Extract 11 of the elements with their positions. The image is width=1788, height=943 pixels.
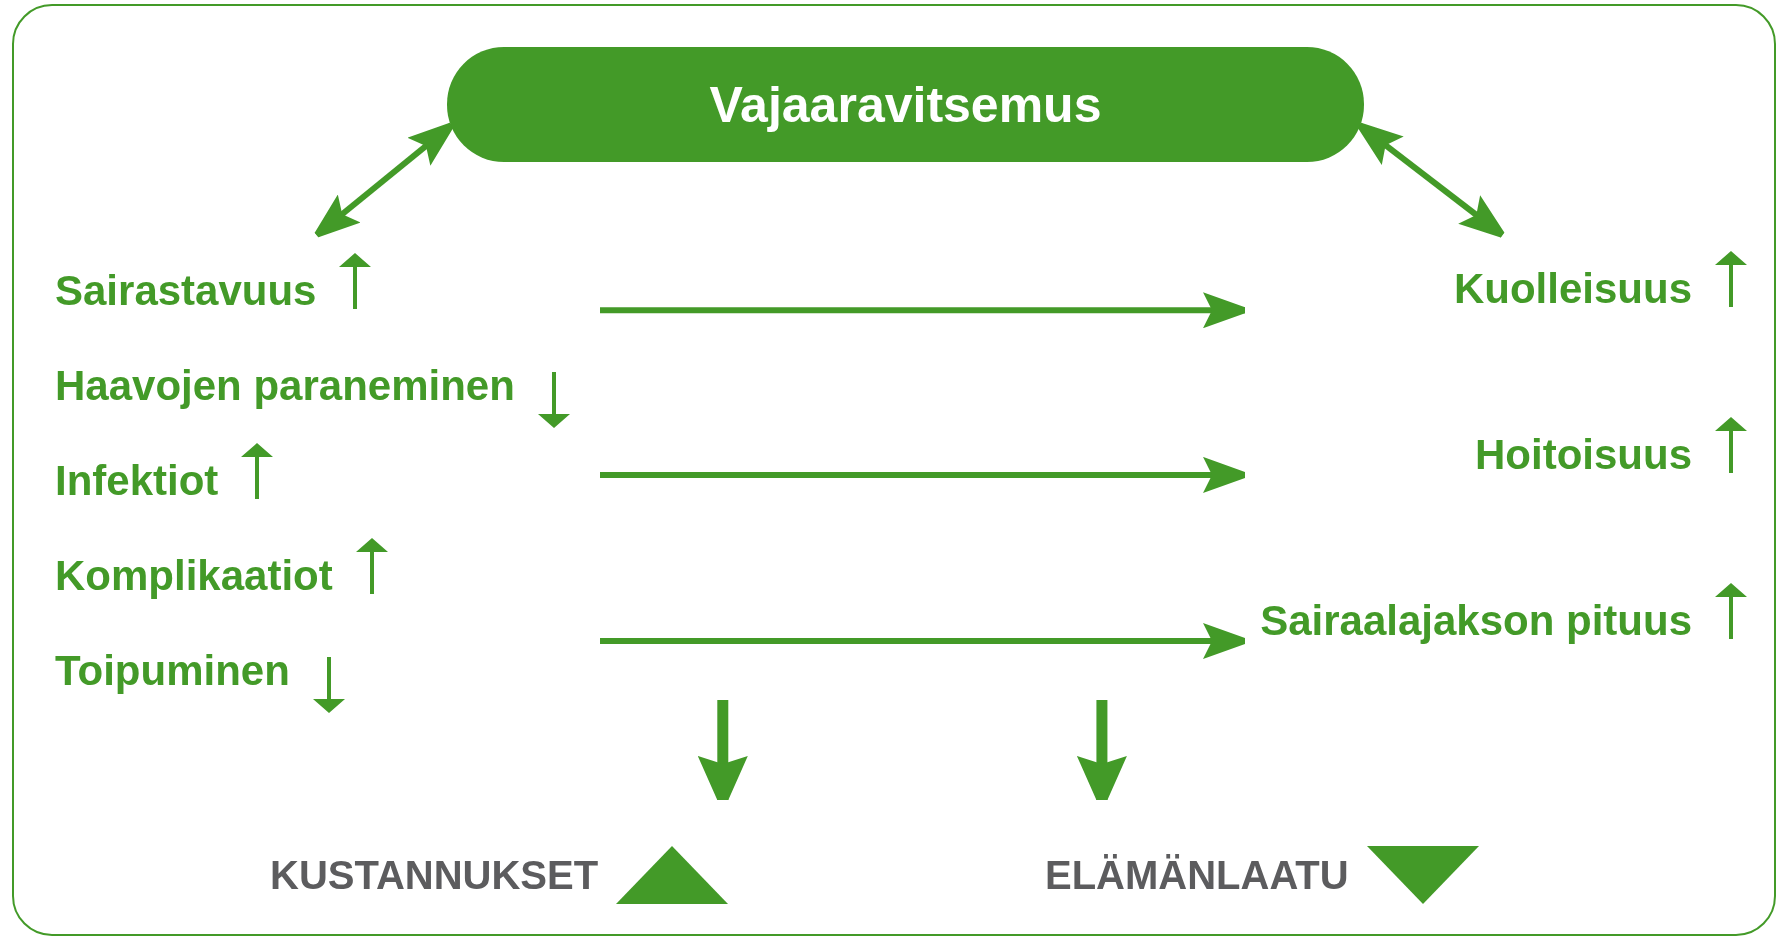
- effect-label: Hoitoisuus: [1475, 431, 1692, 479]
- effect-label: Haavojen paraneminen: [55, 361, 515, 410]
- effect-label: Sairaalajakson pituus: [1260, 596, 1692, 645]
- outcome-label: KUSTANNUKSET: [270, 852, 599, 898]
- effect-label: Kuolleisuus: [1453, 265, 1692, 314]
- outcome-label: ELÄMÄNLAATU: [1045, 852, 1349, 898]
- effect-label: Sairastavuus: [55, 266, 317, 315]
- title-text: Vajaaravitsemus: [709, 75, 1102, 134]
- effect-label: Toipuminen: [55, 646, 290, 695]
- effect-label: Infektiot: [55, 456, 219, 505]
- effect-label: Komplikaatiot: [55, 551, 333, 600]
